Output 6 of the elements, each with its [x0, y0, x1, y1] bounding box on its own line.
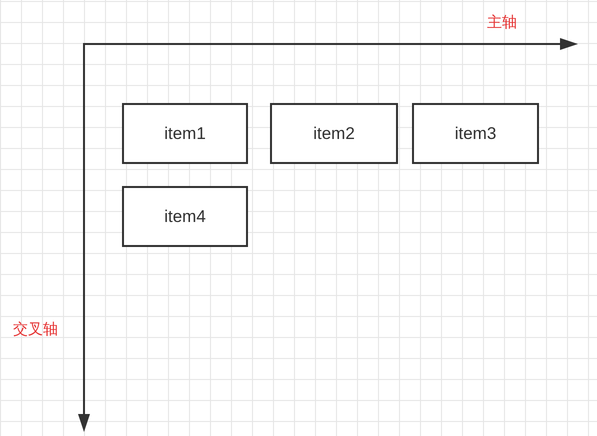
item-box: item2: [270, 103, 398, 164]
axis-label: 交叉轴: [13, 320, 58, 339]
item-box: item4: [122, 186, 248, 247]
axis-label: 主轴: [487, 13, 517, 32]
item-box: item3: [412, 103, 539, 164]
item-box: item1: [122, 103, 248, 164]
